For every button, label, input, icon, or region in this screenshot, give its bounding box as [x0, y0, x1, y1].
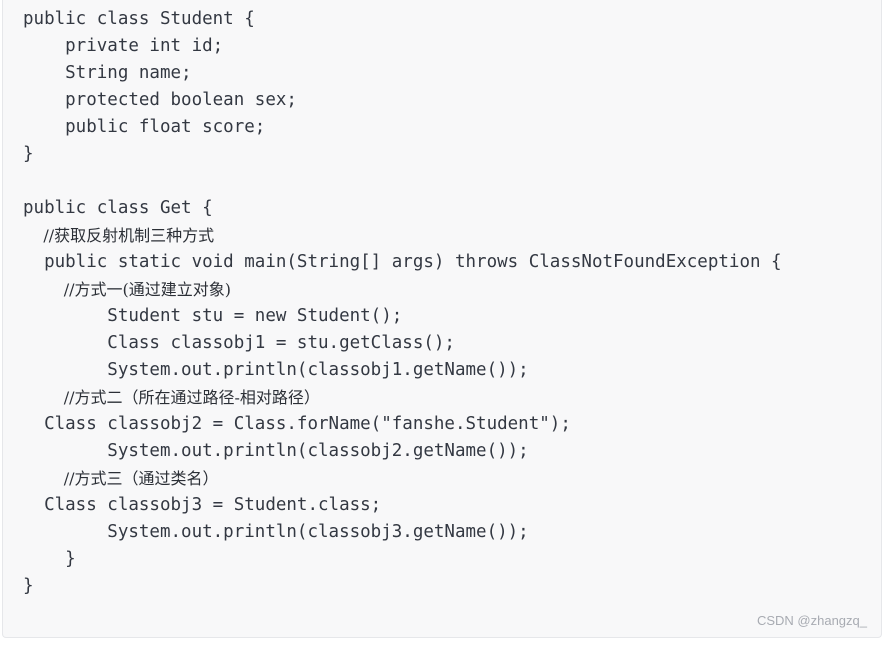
code-line: System.out.println(classobj1.getName()); [23, 360, 529, 380]
code-line: public static void main(String[] args) t… [23, 252, 782, 272]
code-comment-line: //方式二（所在通过路径-相对路径） [23, 388, 320, 407]
code-line: System.out.println(classobj2.getName()); [23, 441, 529, 461]
code-line: public float score; [23, 117, 266, 137]
code-line: } [23, 144, 34, 164]
code-line: protected boolean sex; [23, 90, 297, 110]
code-line: Class classobj2 = Class.forName("fanshe.… [23, 414, 571, 434]
code-comment-line: //获取反射机制三种方式 [23, 226, 215, 245]
code-line: String name; [23, 63, 192, 83]
code-line: Class classobj1 = stu.getClass(); [23, 333, 455, 353]
code-line: Class classobj3 = Student.class; [23, 495, 382, 515]
code-listing: public class Student { private int id; S… [23, 6, 782, 600]
code-line [23, 168, 782, 195]
code-line: private int id; [23, 36, 224, 56]
code-line: public class Get { [23, 198, 213, 218]
code-line: System.out.println(classobj3.getName()); [23, 522, 529, 542]
csdn-watermark: CSDN @zhangzq_ [756, 613, 867, 628]
code-line: public class Student { [23, 9, 255, 29]
code-line: Student stu = new Student(); [23, 306, 403, 326]
code-line: } [23, 576, 34, 596]
code-line: } [23, 549, 76, 569]
code-comment-line: //方式一(通过建立对象) [23, 280, 231, 299]
code-comment-line: //方式三（通过类名） [23, 469, 219, 488]
